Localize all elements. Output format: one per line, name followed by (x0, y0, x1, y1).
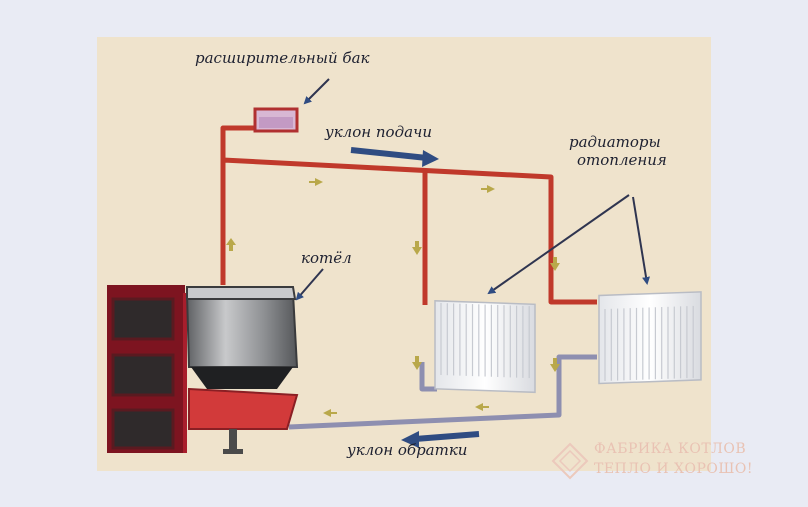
expansion-tank (253, 107, 299, 133)
return-slope-label: уклон обратки (347, 441, 468, 459)
flow-arrows (226, 178, 560, 417)
watermark-logo-icon (551, 442, 589, 480)
boiler-label: котёл (301, 249, 352, 267)
supply-riser (220, 157, 597, 305)
flow-arrow-down-3 (412, 356, 422, 370)
supply-slope-label: уклон подачи (325, 123, 433, 141)
flow-arrow-left-1 (475, 403, 489, 411)
tank-connection (220, 125, 257, 160)
return-line (288, 354, 597, 430)
radiator-left (434, 300, 536, 394)
watermark: ФАБРИКА КОТЛОВ ТЕПЛО И ХОРОШО! (548, 437, 806, 487)
boiler-callout-arrow (295, 268, 324, 301)
flow-arrow-up (226, 238, 236, 251)
expansion-tank-label: расширительный бак (195, 49, 370, 67)
flow-arrow-left-2 (323, 409, 337, 417)
tank-callout-arrow (303, 78, 330, 105)
boiler (107, 285, 299, 454)
diagram-panel: расширительный бак уклон подачи радиатор… (97, 37, 711, 471)
flow-arrow-down-4 (550, 358, 560, 372)
return-riser-left-radiator (419, 362, 437, 392)
slope-arrows (350, 147, 480, 448)
radiator-right (598, 291, 702, 385)
flow-arrow-right-1 (309, 178, 323, 186)
watermark-line2: ТЕПЛО И ХОРОШО! (594, 461, 753, 477)
radiator-callout-left (487, 194, 630, 295)
flow-arrow-right-2 (481, 185, 495, 193)
radiator-callout-right (632, 196, 650, 285)
heating-system-diagram (107, 78, 702, 454)
callout-arrows (295, 78, 650, 301)
supply-pipes (220, 125, 597, 305)
flow-arrow-down-2 (550, 257, 560, 271)
return-slope-arrow (414, 431, 480, 442)
supply-slope-arrow (350, 147, 428, 161)
return-pipes (288, 354, 597, 430)
watermark-line1: ФАБРИКА КОТЛОВ (594, 441, 747, 457)
flow-arrow-down-1 (412, 241, 422, 255)
radiators-label-line1: радиаторы (569, 133, 661, 151)
radiators-label-line2: отопления (577, 151, 667, 169)
